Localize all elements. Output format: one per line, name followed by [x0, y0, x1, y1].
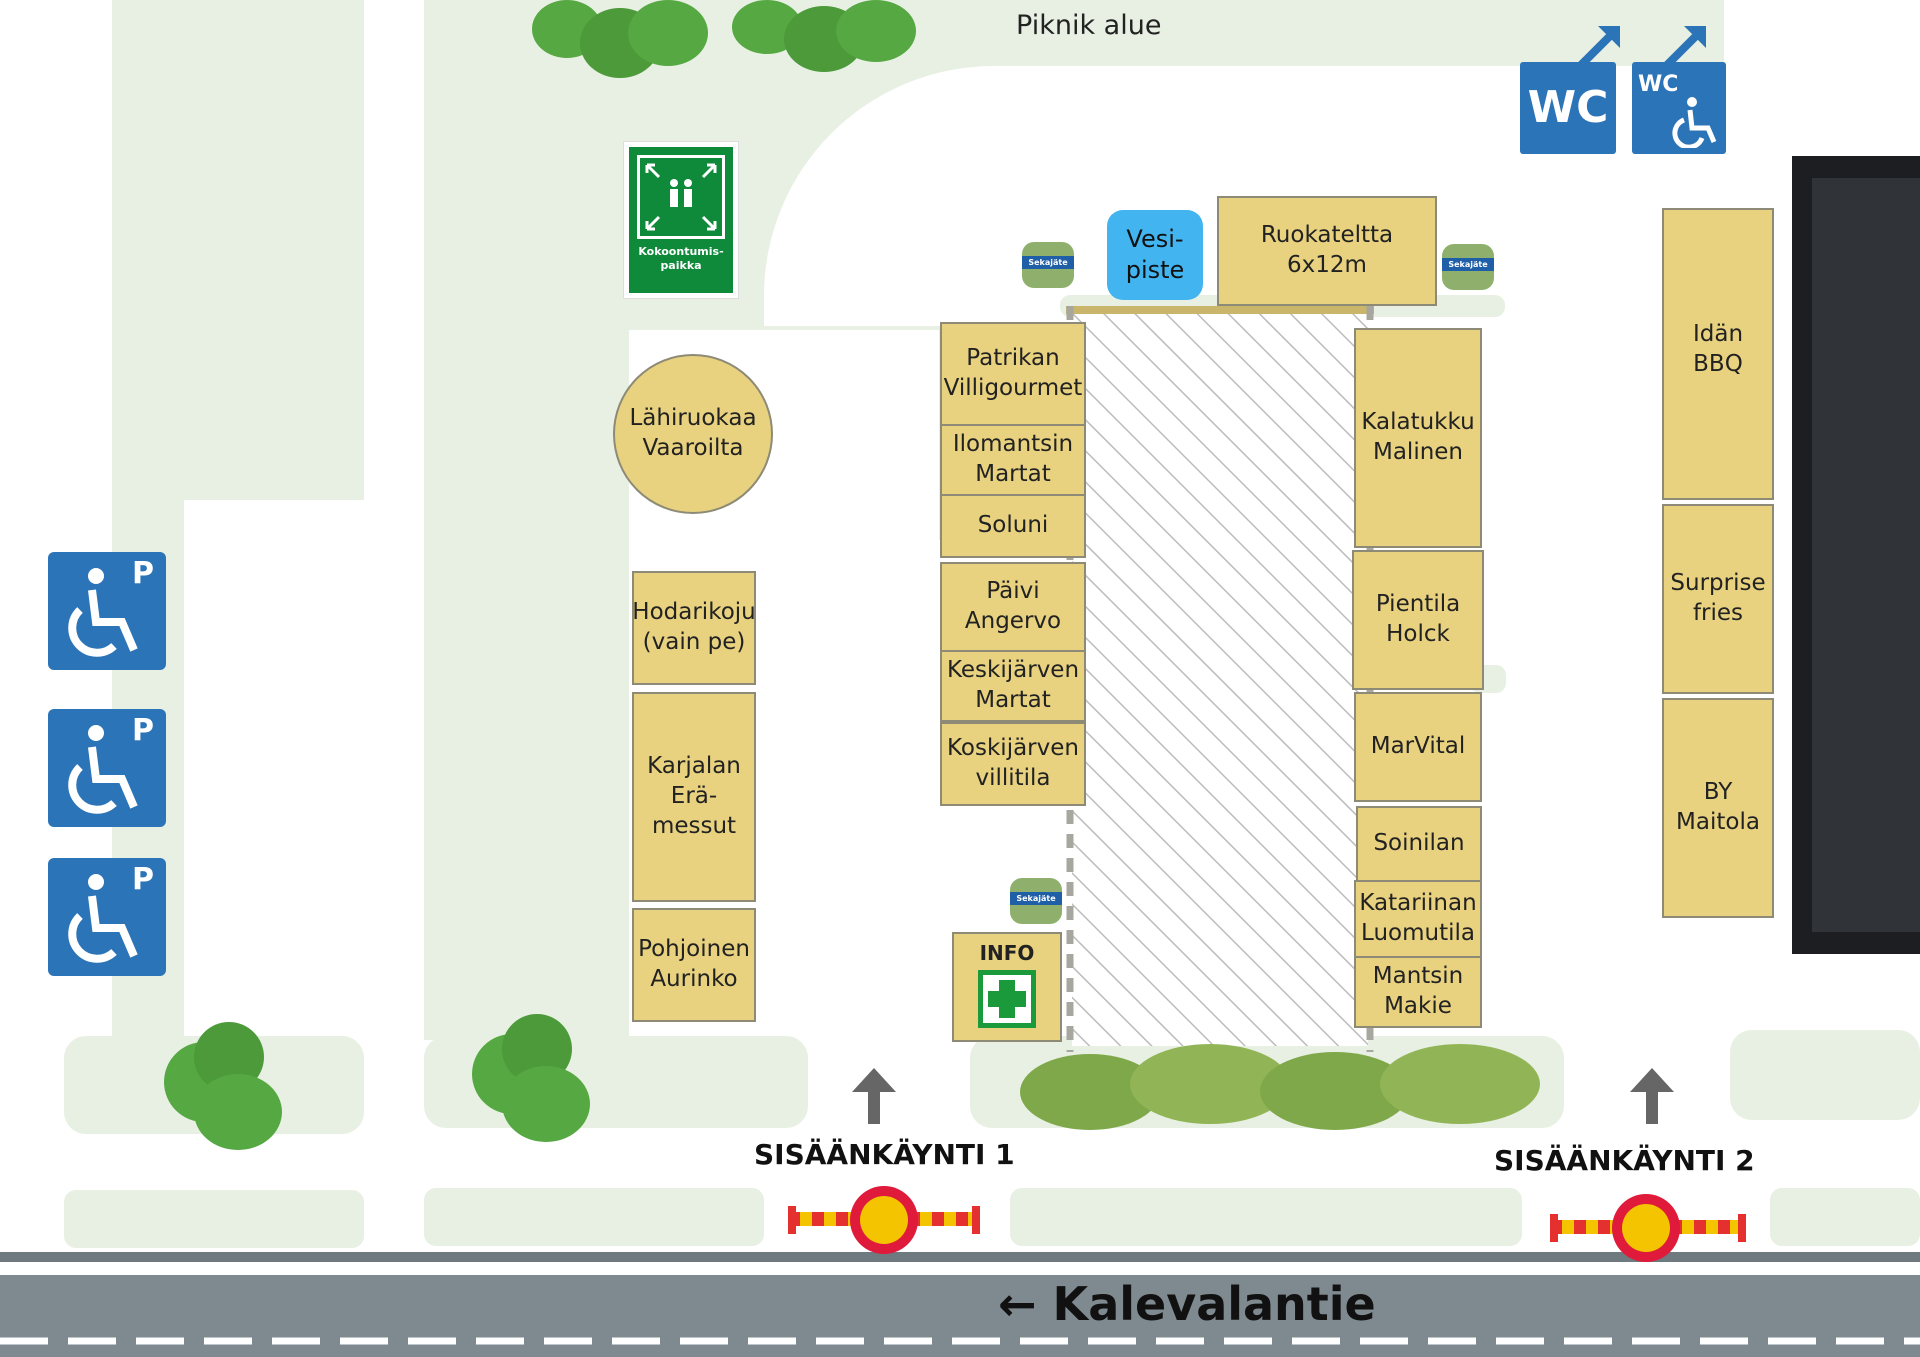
stall-center-left: Ilomantsin Martat	[940, 424, 1086, 496]
first-aid-icon	[978, 970, 1036, 1028]
food-tent: Ruokateltta 6x12m	[1217, 196, 1437, 306]
stall-east: Surprise fries	[1662, 504, 1774, 694]
lawn-verge-1	[64, 1190, 364, 1248]
picnic-area-label: Piknik alue	[1016, 10, 1162, 41]
assembly-point-icon	[645, 163, 717, 231]
waste-bin: Sekajäte	[1022, 242, 1074, 288]
lawn-verge-2	[424, 1188, 764, 1246]
tree	[532, 0, 712, 90]
wheelchair-icon	[68, 568, 138, 657]
lawn-central-lower	[424, 540, 629, 1040]
entrance-label: SISÄÄNKÄYNTI 1	[754, 1138, 1015, 1171]
accessible-parking-sign: P	[48, 709, 166, 827]
arrow-up-icon	[1630, 1068, 1674, 1092]
arrow-stem	[868, 1092, 880, 1124]
wc-sign: WC	[1520, 62, 1616, 154]
road-barrier-icon	[1550, 1194, 1746, 1262]
parking-letter: P	[132, 556, 154, 591]
wc-label: WC	[1527, 82, 1609, 133]
accessible-parking-sign: P	[48, 552, 166, 670]
entrance-label: SISÄÄNKÄYNTI 2	[1494, 1144, 1755, 1177]
road-barrier-icon	[788, 1186, 980, 1254]
hedge	[1020, 1044, 1540, 1130]
assembly-point-label: Kokoontumis- paikka	[638, 245, 724, 272]
stall-center-left: Koskijärven villitila	[940, 722, 1086, 806]
lawn-bed-4	[1730, 1030, 1920, 1120]
info-label: INFO	[979, 941, 1035, 965]
tree	[732, 0, 922, 80]
market-aisle	[1066, 306, 1374, 1052]
waste-bin-label: Sekajäte	[1022, 256, 1074, 269]
stall-center-right: MarVital	[1354, 692, 1482, 802]
arrow-up-right-icon	[1577, 26, 1620, 69]
lawn-verge-3	[1010, 1188, 1522, 1246]
arrow-stem	[1646, 1092, 1658, 1124]
stall-center-right: Mantsin Makie	[1354, 956, 1482, 1028]
stall-center-left: Keskijärven Martat	[940, 650, 1086, 722]
stall-west: Pohjoinen Aurinko	[632, 908, 756, 1022]
assembly-point-sign: Kokoontumis- paikka	[624, 142, 738, 298]
road-curb	[0, 1252, 1920, 1262]
stall-center-right: Pientila Holck	[1352, 550, 1484, 690]
waste-bin-label: Sekajäte	[1010, 892, 1062, 905]
parking-letter: P	[132, 713, 154, 748]
accessible-parking-sign: P	[48, 858, 166, 976]
tree	[462, 1014, 592, 1142]
waste-bin: Sekajäte	[1442, 244, 1494, 290]
wc-accessible-sign: WC	[1632, 62, 1726, 154]
stall-west: Karjalan Erä- messut	[632, 692, 756, 902]
arrow-up-icon	[852, 1068, 896, 1092]
stall-center-left: Päivi Angervo	[940, 562, 1086, 652]
stall-east: BY Maitola	[1662, 698, 1774, 918]
wc-accessible-label: WC	[1638, 72, 1679, 97]
waste-bin: Sekajäte	[1010, 878, 1062, 924]
wheelchair-icon	[68, 874, 138, 963]
wheelchair-icon	[68, 725, 138, 814]
stall-west: Hodarikoju (vain pe)	[632, 571, 756, 685]
building-roof	[1812, 178, 1920, 932]
stall-center-right: Soinilan	[1356, 806, 1482, 882]
water-point-label: Vesi- piste	[1125, 224, 1185, 284]
road-label: ← Kalevalantie	[998, 1277, 1376, 1331]
stall-east: Idän BBQ	[1662, 208, 1774, 500]
lawn-west-strip	[112, 0, 364, 500]
tree	[154, 1022, 284, 1150]
stall-center-right: Kalatukku Malinen	[1354, 328, 1482, 548]
road-lane-markings	[0, 1337, 1920, 1345]
stall-center-left: Soluni	[940, 494, 1086, 558]
info-point: INFO	[952, 932, 1062, 1042]
stall-center-left: Patrikan Villigourmet	[940, 322, 1086, 426]
parking-letter: P	[132, 862, 154, 897]
stall-round: Lähiruokaa Vaaroilta	[613, 354, 773, 514]
lawn-verge-4	[1770, 1188, 1920, 1246]
stall-center-right: Katariinan Luomutila	[1354, 880, 1482, 958]
arrow-up-right-icon	[1663, 26, 1706, 69]
wheelchair-icon	[1672, 97, 1717, 148]
water-point: Vesi- piste	[1107, 210, 1203, 300]
waste-bin-label: Sekajäte	[1442, 258, 1494, 271]
